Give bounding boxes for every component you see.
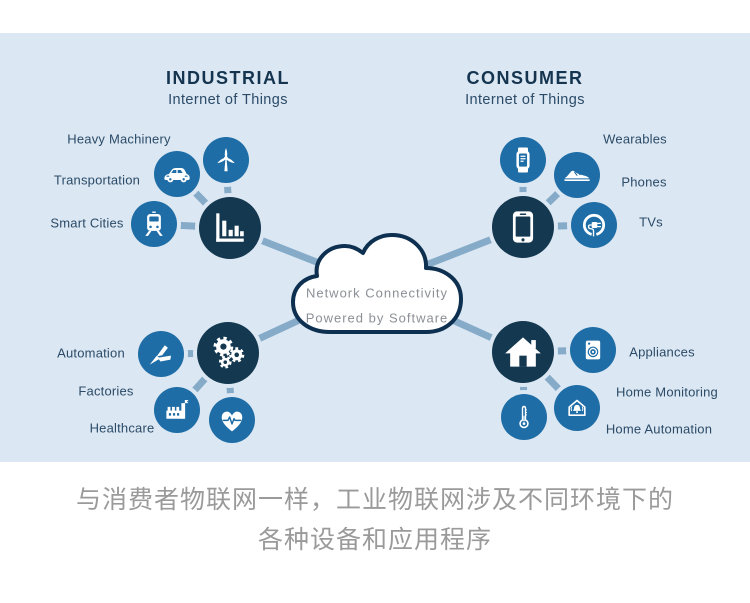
- wearables-node: [500, 137, 546, 183]
- heart-pulse-icon: [221, 411, 243, 432]
- label-phones: Phones: [621, 174, 667, 190]
- label-home-automation: Home Automation: [605, 421, 713, 437]
- wind-turbine-icon: [217, 148, 235, 172]
- tvs-node: [571, 202, 617, 248]
- home-alarm-icon: [568, 399, 586, 416]
- plug-icon: [582, 213, 606, 237]
- label-healthcare: Healthcare: [89, 420, 155, 436]
- thermometer-icon: [519, 405, 529, 429]
- sneaker-icon: [564, 170, 591, 181]
- bar-chart-hub-node: [199, 197, 261, 259]
- bar-chart-icon: [216, 213, 244, 242]
- cloud-label-line2: Powered by Software: [305, 310, 449, 326]
- label-heavy-machinery: Heavy Machinery: [67, 131, 171, 147]
- label-automation: Automation: [57, 345, 125, 361]
- label-home-monitoring: Home Monitoring: [616, 384, 718, 400]
- caption-line2: 各种设备和应用程序: [257, 525, 492, 554]
- consumer-header: CONSUMER Internet of Things: [375, 68, 675, 108]
- consumer-title: CONSUMER: [466, 68, 584, 88]
- car-icon: [164, 168, 190, 183]
- smartphone-icon: [512, 211, 534, 243]
- industrial-header: INDUSTRIAL Internet of Things: [78, 68, 378, 108]
- caption-line1: 与消费者物联网一样，工业物联网涉及不同环境下的: [75, 485, 674, 514]
- automation-node: [138, 331, 184, 377]
- appliances-node: [570, 327, 616, 373]
- label-appliances: Appliances: [629, 344, 695, 360]
- gears-hub-node: [197, 322, 259, 384]
- home-automation-node: [554, 385, 600, 431]
- cloud-label-line1: Network Connectivity: [305, 285, 449, 301]
- industrial-title: INDUSTRIAL: [166, 68, 290, 88]
- cloud-shape: [291, 233, 463, 334]
- consumer-subtitle: Internet of Things: [465, 92, 585, 108]
- label-smart-cities: Smart Cities: [50, 215, 124, 231]
- label-tvs: TVs: [639, 214, 663, 230]
- healthcare-node: [209, 397, 255, 443]
- caption: 与消费者物联网一样，工业物联网涉及不同环境下的 各种设备和应用程序: [0, 480, 750, 560]
- factories-node: [154, 387, 200, 433]
- washing-machine-icon: [585, 340, 601, 360]
- industrial-subtitle: Internet of Things: [168, 92, 288, 108]
- label-factories: Factories: [78, 383, 134, 399]
- label-transportation: Transportation: [53, 172, 141, 188]
- factory-icon: [166, 400, 189, 419]
- house-icon: [505, 337, 541, 367]
- robotic-claw-icon: [149, 345, 171, 365]
- label-wearables: Wearables: [603, 131, 667, 147]
- phones-node: [554, 152, 600, 198]
- home-monitoring-node: [501, 394, 547, 440]
- house-hub-node: [492, 321, 554, 383]
- smartphone-hub-node: [492, 196, 554, 258]
- train-icon: [145, 211, 163, 236]
- smart-cities-node: [131, 201, 177, 247]
- transportation-node: [154, 151, 200, 197]
- heavy-machinery-node: [203, 137, 249, 183]
- smartwatch-icon: [516, 147, 530, 173]
- gears-icon: [213, 336, 245, 369]
